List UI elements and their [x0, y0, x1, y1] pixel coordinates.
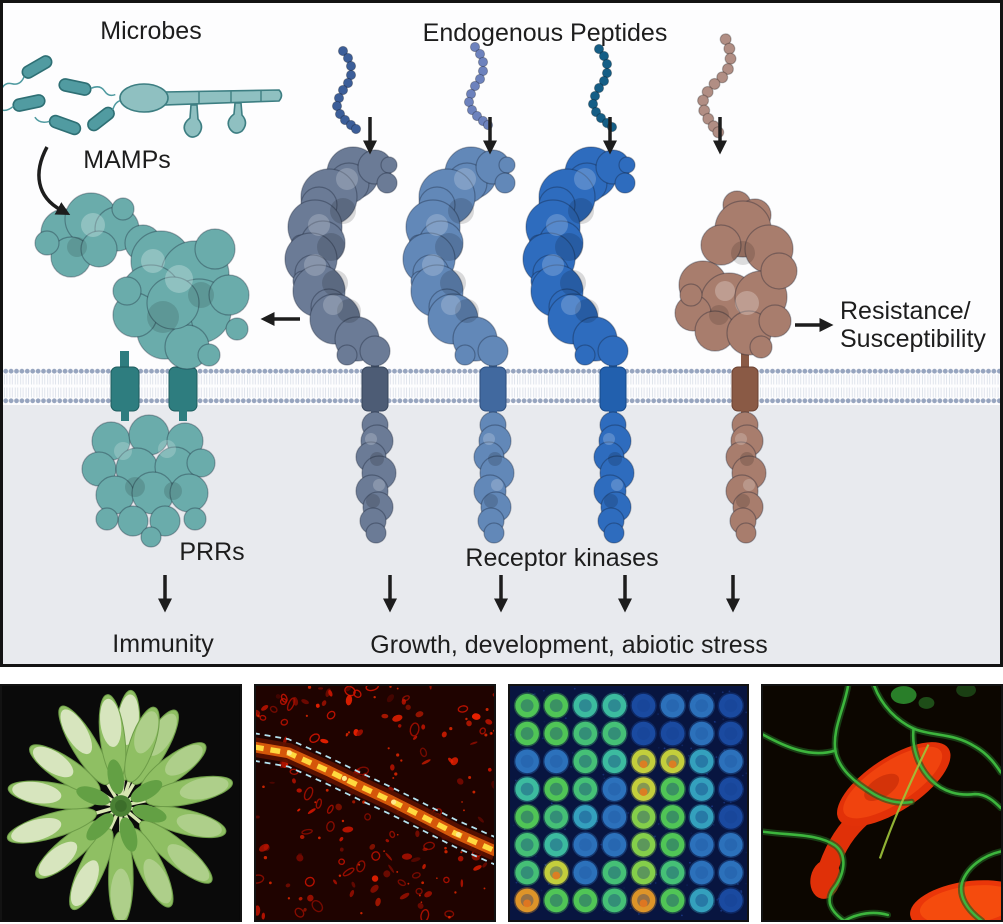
- diagram-canvas: Microbes Endogenous Peptides MAMPs Resis…: [3, 3, 1000, 664]
- leaf-disc-spot-grid: [513, 692, 744, 914]
- rosette-plant-image: [6, 689, 234, 920]
- immunity-label: Immunity: [112, 630, 214, 658]
- fungal-hypha-icon: [119, 83, 283, 138]
- rk4-ectodomain: [674, 190, 798, 359]
- prrs-label: PRRs: [179, 538, 244, 566]
- receptor-kinases-label: Receptor kinases: [465, 544, 658, 572]
- arrows: [37, 117, 834, 613]
- resistance-label-line1: Resistance/: [840, 297, 971, 325]
- green-cell-outlines: [763, 686, 1001, 920]
- fluorescent-vein-streak: [255, 737, 494, 861]
- dashed-outline: [255, 732, 494, 866]
- panel-confocal-green-red: [761, 684, 1003, 922]
- panel-arabidopsis-rosette: [0, 684, 242, 922]
- microbes-label: Microbes: [100, 17, 201, 45]
- mamps-arrow: [37, 146, 71, 216]
- prr-kinase-domain: [81, 414, 216, 548]
- panel-spot-grid-assay: [507, 684, 750, 922]
- panel-red-fluorescence: [253, 684, 496, 922]
- prr-transmembrane: [110, 351, 198, 421]
- mamps-label: MAMPs: [83, 146, 171, 174]
- green-corner-patches: [891, 686, 977, 709]
- receptor-signaling-diagram: Microbes Endogenous Peptides MAMPs Resis…: [0, 0, 1003, 667]
- endogenous-peptides-label: Endogenous Peptides: [423, 19, 668, 47]
- bacteria-icon: [3, 55, 124, 136]
- photo-panel-row: [0, 684, 1003, 922]
- prr-ectodomain: [34, 192, 250, 370]
- resistance-label-line2: Susceptibility: [840, 325, 986, 353]
- growth-label: Growth, development, abiotic stress: [370, 631, 767, 659]
